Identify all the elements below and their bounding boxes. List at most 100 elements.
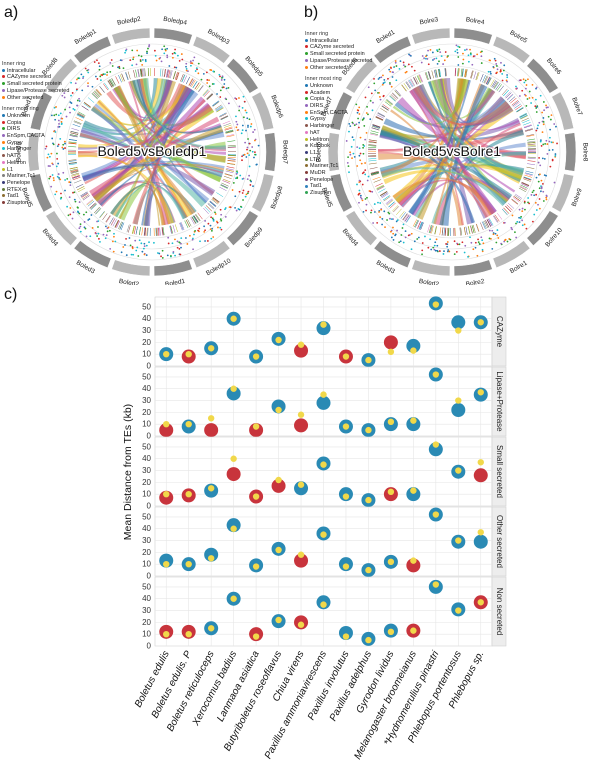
circos-b-gene-dot [499,70,502,73]
circos-a-chromosome-segment [111,27,151,45]
facet-strip-label: CAZyme [495,316,504,348]
circos-b-gene-dot [542,200,545,202]
circos-b-gene-dot [548,136,551,139]
circos-a-te-tick [137,69,140,78]
circos-b-gene-dot [545,198,548,201]
circos-b-te-tick [519,185,528,190]
y-tick-label: 50 [142,582,151,591]
circos-a-gene-dot [106,227,109,229]
circos-a-gene-dot [210,237,213,240]
circos-b-te-tick [482,221,486,230]
circos-b-chromosome-segment [345,58,378,94]
circos-b-ring [365,65,539,239]
circos-b-gene-dot [351,157,353,160]
circos-a-gene-dot [246,146,249,149]
circos-b-te-tick [512,101,520,107]
circos-b-te-tick [386,199,393,205]
legend-b-inner-most-label: Mariner,Tc1 [310,163,339,170]
circos-a-gene-dot [48,155,51,158]
circos-b-te-tick [487,218,492,227]
circos-b-gene-dot [432,246,435,249]
legend-b-inner-most-item: Unknown [305,83,372,90]
legend-a-inner-ring-title: Inner ring [2,61,26,67]
circos-b-te-tick [464,226,466,235]
circos-a-ring [43,43,261,261]
circos-b-te-tick [369,167,378,170]
data-point-background [252,353,260,360]
circos-b-te-tick [483,221,487,229]
legend-dot-icon [2,82,5,86]
circos-a-gene-dot [219,208,222,211]
circos-a-gene-dot [185,62,188,65]
circos-b-gene-dot [400,234,403,236]
circos-a-te-tick [169,70,172,79]
circos-a-gene-dot [87,85,89,88]
data-point-main [294,418,309,433]
circos-a-gene-dot [228,102,230,105]
circos-b-te-tick [457,68,459,77]
circos-b-te-tick [476,223,480,232]
circos-a-gene-dot [247,126,249,128]
legend-b-inner-most-label: MuDR [310,170,326,177]
data-point-main [406,487,421,502]
circos-a-gene-dot [62,143,65,146]
legend-dot-icon [2,120,5,124]
circos-a-te-tick [209,201,217,207]
circos-a-gene-dot [243,153,246,156]
circos-a-gene-dot [70,102,73,104]
circos-b-gene-dot [533,213,536,216]
circos-a-gene-dot [95,232,98,235]
circos-a-te-tick [180,222,185,230]
circos-b-gene-dot [381,83,384,86]
legend-b-inner-most-label: Academ [310,89,331,96]
circos-a-gene-dot [49,175,52,178]
circos-a-gene-dot [55,106,57,108]
circos-a-gene-dot [50,114,53,117]
circos-b-gene-dot [377,201,379,204]
data-point-background [432,441,440,448]
circos-b-te-tick [402,213,408,221]
circos-b-gene-dot [496,68,499,71]
legend-dot-icon [2,113,5,117]
circos-a-synteny-ribbon [144,85,192,226]
circos-a-te-tick [185,219,191,228]
circos-b-synteny-ribbon [381,167,507,207]
circos-b-te-tick [407,80,413,88]
circos-b-gene-dot [467,60,470,63]
circos-a-chromosome-segment [226,58,259,94]
circos-a-gene-dot [145,254,148,257]
circos-a-gene-dot [224,216,227,218]
circos-b-gene-dot [542,120,545,123]
circos-b-gene-dot [387,77,389,80]
circos-b-chromosome-segment [453,27,493,45]
circos-b-gene-dot [373,78,375,80]
circos-a-gene-dot [219,226,222,229]
circos-a-te-tick [107,80,113,88]
circos-b-gene-dot [528,97,531,99]
circos-a-te-tick [224,173,233,177]
circos-a-te-tick [109,79,114,87]
circos-b-gene-dot [427,63,430,66]
circos-a-gene-dot [56,157,59,160]
circos-b-gene-dot [523,223,526,226]
circos-a-gene-dot [122,246,125,248]
circos-b-te-tick [527,144,536,147]
circos-a-gene-dot [53,106,56,109]
circos-a-te-tick [90,204,97,210]
circos-a-gene-dot [208,85,211,88]
circos-a-gene-dot [212,219,215,222]
circos-a-gene-dot [172,250,175,253]
legend-dot-icon [2,95,5,99]
circos-b-gene-dot [435,238,438,241]
legend-dot-icon [2,181,5,184]
circos-b-gene-dot [500,61,502,64]
circos-a-te-tick [226,134,235,137]
circos-b-gene-dot [398,241,401,244]
legend-b-inner-most-item: Mariner,Tc1 [305,163,372,170]
circos-b-chromosome-label: Bolre1 [509,259,529,275]
circos-b-synteny-ribbon [383,118,524,141]
circos-b-gene-dot [358,147,361,150]
circos-b-gene-dot [357,193,360,196]
circos-a-gene-dot [84,227,87,230]
circos-a-gene-dot [119,59,122,62]
